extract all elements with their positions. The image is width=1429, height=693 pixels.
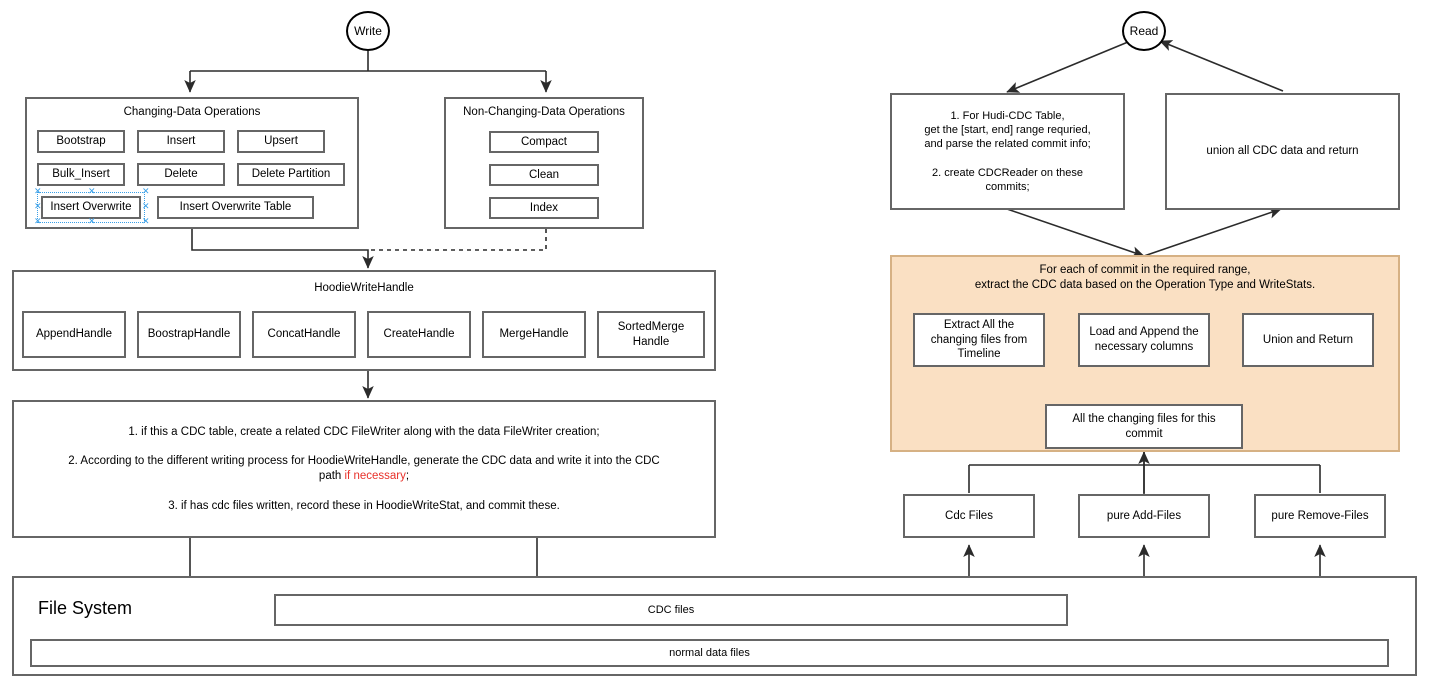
handle-sorted-merge-line1: SortedMerge — [617, 320, 685, 333]
union-and-return-box[interactable]: Union and Return — [1242, 313, 1374, 367]
commit-extract-title-line1: For each of commit in the required range… — [1039, 264, 1251, 276]
read-start-node[interactable]: Read — [1122, 11, 1166, 51]
op-compact[interactable]: Compact — [489, 131, 599, 153]
handle-bootstrap[interactable]: BoostrapHandle — [137, 311, 241, 358]
selection-handle-se[interactable]: ✕ — [142, 217, 150, 227]
handle-merge[interactable]: MergeHandle — [482, 311, 586, 358]
read-prepare-line1: 1. For Hudi-CDC Table, — [950, 110, 1065, 123]
cdc-write-step-2-prefix: path — [318, 470, 345, 482]
read-prepare-line6: commits; — [985, 180, 1030, 193]
selection-handle-s[interactable]: ✕ — [88, 217, 96, 227]
selection-handle-n[interactable]: ✕ — [88, 187, 96, 197]
extract-line2: changing files from — [930, 333, 1028, 346]
selection-handle-nw[interactable]: ✕ — [34, 187, 42, 197]
handle-concat[interactable]: ConcatHandle — [252, 311, 356, 358]
extract-changing-files-box[interactable]: Extract All the changing files from Time… — [913, 313, 1045, 367]
cdc-write-step-2-line1: 2. According to the different writing pr… — [68, 455, 660, 468]
cdc-write-steps-box[interactable]: 1. if this a CDC table, create a related… — [12, 400, 716, 538]
op-clean[interactable]: Clean — [489, 164, 599, 186]
cdc-write-step-2-suffix: ; — [405, 470, 410, 482]
cdc-write-step-1: 1. if this a CDC table, create a related… — [128, 425, 600, 438]
read-prepare-line2: get the [start, end] range requried, — [924, 124, 1091, 137]
normal-data-files-box[interactable]: normal data files — [30, 639, 1389, 667]
handle-append[interactable]: AppendHandle — [22, 311, 126, 358]
commit-extract-panel-title: For each of commit in the required range… — [890, 263, 1400, 293]
read-prepare-box[interactable]: 1. For Hudi-CDC Table, get the [start, e… — [890, 93, 1125, 210]
handle-sorted-merge[interactable]: SortedMerge Handle — [597, 311, 705, 358]
cdc-files-kind-box[interactable]: Cdc Files — [903, 494, 1035, 538]
op-bootstrap[interactable]: Bootstrap — [37, 130, 125, 153]
all-changing-files-box[interactable]: All the changing files for this commit — [1045, 404, 1243, 449]
extract-line3: Timeline — [957, 348, 1001, 361]
op-bulk-insert[interactable]: Bulk_Insert — [37, 163, 125, 186]
cdc-files-box[interactable]: CDC files — [274, 594, 1068, 626]
all-changing-files-line2: commit — [1125, 427, 1163, 440]
write-start-node[interactable]: Write — [346, 11, 390, 51]
pure-remove-files-kind-box[interactable]: pure Remove-Files — [1254, 494, 1386, 538]
union-return-line1: Union and Return — [1262, 333, 1354, 346]
op-insert-overwrite-selection — [37, 192, 145, 223]
op-index[interactable]: Index — [489, 197, 599, 219]
extract-line1: Extract All the — [943, 318, 1015, 331]
read-union-box[interactable]: union all CDC data and return — [1165, 93, 1400, 210]
selection-handle-w[interactable]: ✕ — [34, 202, 42, 212]
non-changing-data-operations-title: Non-Changing-Data Operations — [463, 106, 625, 118]
file-system-label: File System — [38, 598, 133, 618]
load-append-line1: Load and Append the — [1089, 326, 1199, 339]
op-delete[interactable]: Delete — [137, 163, 225, 186]
load-append-columns-box[interactable]: Load and Append the necessary columns — [1078, 313, 1210, 367]
handle-sorted-merge-line2: Handle — [632, 335, 670, 348]
read-prepare-line3: and parse the related commit info; — [924, 138, 1091, 151]
op-delete-partition[interactable]: Delete Partition — [237, 163, 345, 186]
selection-handle-e[interactable]: ✕ — [142, 202, 150, 212]
pure-add-files-kind-box[interactable]: pure Add-Files — [1078, 494, 1210, 538]
op-insert[interactable]: Insert — [137, 130, 225, 153]
cdc-write-step-2-line2: path if necessary; — [315, 469, 413, 484]
selection-handle-sw[interactable]: ✕ — [34, 217, 42, 227]
handle-create[interactable]: CreateHandle — [367, 311, 471, 358]
op-upsert[interactable]: Upsert — [237, 130, 325, 153]
op-insert-overwrite[interactable]: Insert Overwrite — [41, 196, 141, 219]
all-changing-files-line1: All the changing files for this — [1072, 412, 1216, 425]
cdc-write-step-2-highlight: if necessary — [344, 470, 406, 482]
selection-handle-ne[interactable]: ✕ — [142, 187, 150, 197]
commit-extract-title-line2: extract the CDC data based on the Operat… — [974, 279, 1316, 292]
cdc-write-step-3: 3. if has cdc files written, record thes… — [168, 499, 560, 512]
load-append-line2: necessary columns — [1094, 341, 1194, 353]
op-insert-overwrite-table[interactable]: Insert Overwrite Table — [157, 196, 314, 219]
read-prepare-line5: 2. create CDCReader on these — [931, 166, 1084, 179]
changing-data-operations-title: Changing-Data Operations — [123, 106, 261, 118]
hoodie-write-handle-title: HoodieWriteHandle — [314, 282, 414, 294]
